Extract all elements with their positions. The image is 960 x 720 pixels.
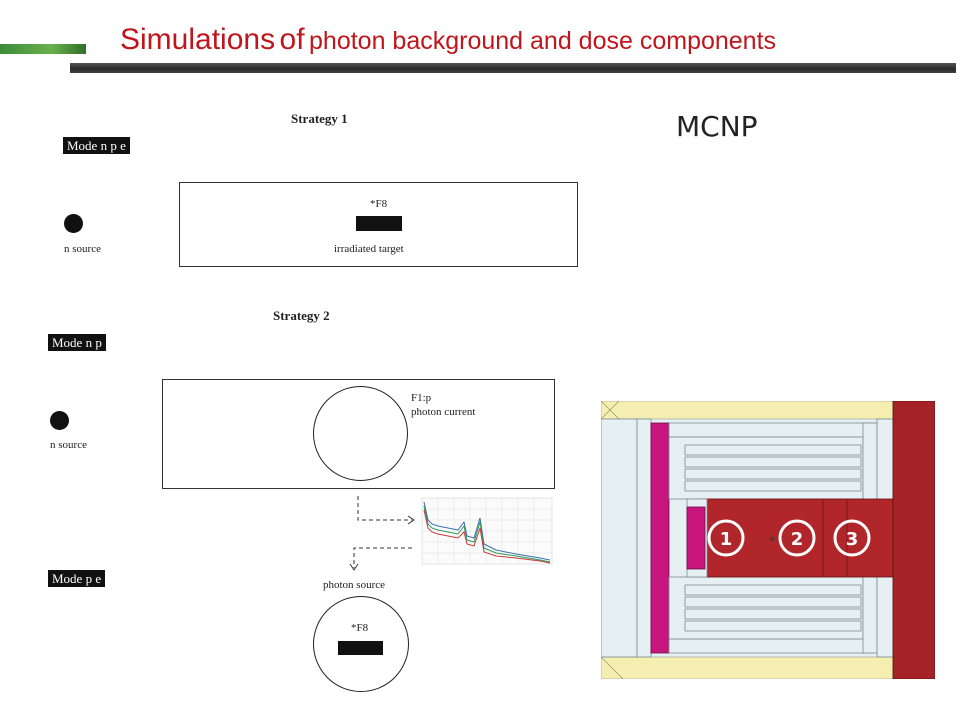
irradiated-target-label: irradiated target xyxy=(334,243,404,255)
position-marker-1: 1 xyxy=(707,519,745,557)
slide-title: Simulations of photon background and dos… xyxy=(120,20,920,65)
marker-1-text: 1 xyxy=(720,529,733,550)
photon-current-label: photon current xyxy=(411,406,476,418)
n-source-label-2: n source xyxy=(50,439,87,451)
f8-tally-label-1: *F8 xyxy=(370,198,388,210)
magenta-collimator xyxy=(650,422,670,654)
neutron-source-dot-1 xyxy=(64,214,83,233)
photon-source-label: photon source xyxy=(323,579,386,591)
mode-np-badge: Mode n p xyxy=(48,334,106,351)
title-part-1: Simulations xyxy=(120,23,276,56)
svg-text:+: + xyxy=(768,534,776,545)
n-source-label-1: n source xyxy=(64,243,101,255)
arrowhead-right xyxy=(407,515,415,525)
red-core xyxy=(700,498,894,578)
irradiated-target-block xyxy=(356,216,402,231)
arrowhead-down xyxy=(349,563,359,571)
position-marker-2: 2 xyxy=(778,519,816,557)
strategy-2-box xyxy=(162,379,555,489)
title-part-3: photon background and dose components xyxy=(309,27,777,55)
bottom-yellow-strip xyxy=(601,656,894,679)
f1p-tally-label: F1:p xyxy=(411,392,432,404)
green-accent-bar xyxy=(0,44,86,54)
position-marker-3: 3 xyxy=(833,519,871,557)
f8-tally-label-2: *F8 xyxy=(351,622,369,634)
title-part-2: of xyxy=(279,23,305,56)
dashed-arrow-right xyxy=(357,496,412,521)
mcnp-label: MCNP xyxy=(676,110,758,143)
photon-source-sphere xyxy=(313,596,409,692)
magenta-sample xyxy=(686,506,706,570)
spectrum-thumbnail xyxy=(421,497,553,565)
strategy-1-box xyxy=(179,182,578,267)
strategy-2-heading: Strategy 2 xyxy=(273,308,330,323)
top-yellow-strip xyxy=(601,401,894,420)
dashed-arrow-down xyxy=(353,547,412,568)
photon-current-sphere xyxy=(313,386,408,481)
mode-npe-badge: Mode n p e xyxy=(63,137,130,154)
mcnp-geometry-model: 1 + 2 3 xyxy=(601,401,935,679)
neutron-source-dot-2 xyxy=(50,411,69,430)
strategy-1-heading: Strategy 1 xyxy=(291,111,348,126)
marker-2-text: 2 xyxy=(791,529,804,550)
arrows-and-spectrum xyxy=(349,496,553,571)
mode-pe-badge: Mode p e xyxy=(48,570,106,587)
marker-3-text: 3 xyxy=(846,529,859,550)
title-underline-bar xyxy=(70,63,956,73)
target-block-2 xyxy=(338,641,383,655)
right-shield-block xyxy=(892,401,935,679)
